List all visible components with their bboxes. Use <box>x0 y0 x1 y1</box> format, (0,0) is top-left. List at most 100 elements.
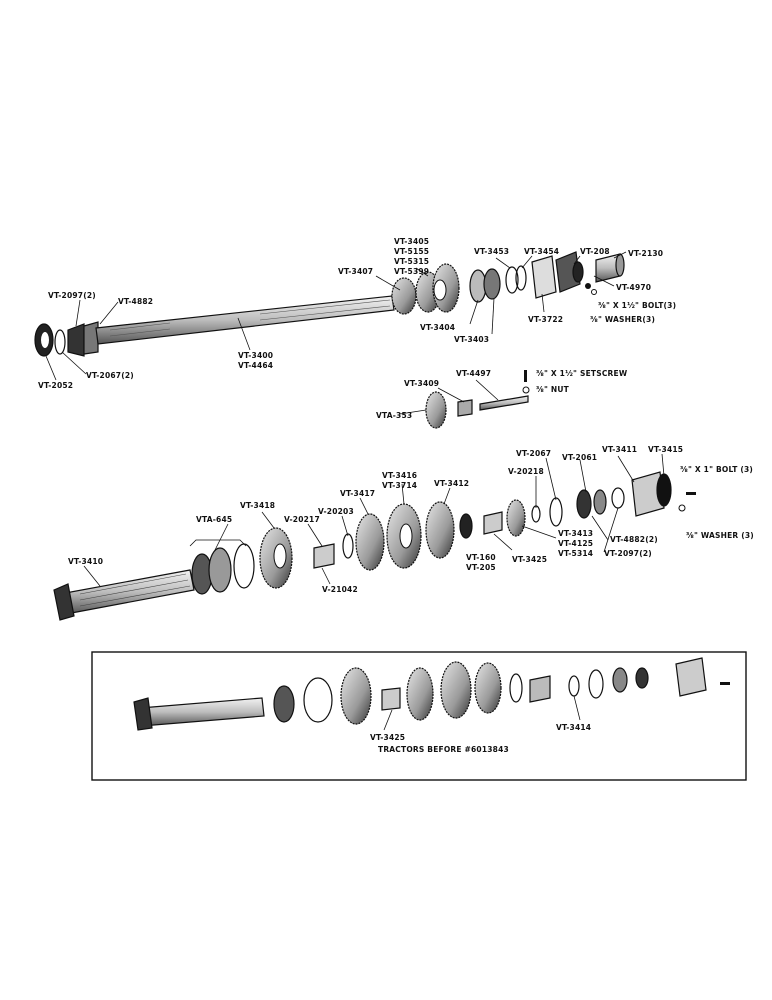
label-vt3415: VT-3415 <box>648 445 683 454</box>
label-vt2061: VT-2061 <box>562 453 597 462</box>
gear-vt3413 <box>506 499 526 537</box>
label-vt3412: VT-3412 <box>434 479 469 488</box>
label-washer-3b: ⅜" WASHER (3) <box>686 531 754 540</box>
cover-vt3411 <box>631 471 665 517</box>
label-vt5314: VT-5314 <box>558 549 593 558</box>
washer-b <box>678 504 686 512</box>
label-vt3405: VT-3405 <box>394 237 429 246</box>
label-vt208: VT-208 <box>580 247 610 256</box>
gear-vt3418-hub <box>273 543 287 569</box>
bearing-vt2061 <box>576 489 592 519</box>
bolt-head-a <box>585 283 591 289</box>
label-inset-vt3414: VT-3414 <box>556 723 591 732</box>
label-vt2067-2: VT-2067(2) <box>86 371 134 380</box>
label-vt3409: VT-3409 <box>404 379 439 388</box>
inset-panel <box>91 651 747 781</box>
label-vt3410: VT-3410 <box>68 557 103 566</box>
inset-pinion-shaft <box>139 697 265 727</box>
washer-vt2052-hole <box>41 332 49 348</box>
seal-ring <box>572 261 584 283</box>
label-v21042: V-21042 <box>322 585 358 594</box>
pinion-shaft-vt3410 <box>59 569 195 615</box>
bearing-vta645-cup <box>233 543 255 589</box>
label-vt3418: VT-3418 <box>240 501 275 510</box>
label-vt3722: VT-3722 <box>528 315 563 324</box>
spacer-v21042 <box>313 543 335 569</box>
label-inset-vt3425: VT-3425 <box>370 733 405 742</box>
gear-vt3405-hub <box>433 279 447 301</box>
pinion-splines <box>79 573 191 607</box>
cover-vt3415 <box>656 473 672 507</box>
gasket-vt3722 <box>531 255 557 299</box>
label-vta353: VTA-353 <box>376 411 412 420</box>
inset-cover <box>675 657 707 697</box>
label-vt3417: VT-3417 <box>340 489 375 498</box>
inset-hub <box>529 675 551 703</box>
upper-mainshaft-group <box>34 251 625 357</box>
inset-caption: TRACTORS BEFORE #6013843 <box>378 745 509 754</box>
label-vt5155: VT-5155 <box>394 247 429 256</box>
ring-vt2067 <box>54 329 66 355</box>
pinion-gear <box>53 583 75 621</box>
label-v20217: V-20217 <box>284 515 320 524</box>
inset-bearing-2 <box>612 667 628 693</box>
inset-pinion-gear <box>133 697 153 731</box>
label-vt3407: VT-3407 <box>338 267 373 276</box>
inset-bolt <box>720 682 730 685</box>
inset-bearing-3 <box>635 667 649 689</box>
label-nut: ⅜" NUT <box>536 385 570 394</box>
bearing-vt2097b <box>611 487 625 509</box>
idler-shaft-vt4497 <box>479 395 529 411</box>
inset-cup <box>303 677 333 723</box>
label-vt2067: VT-2067 <box>516 449 551 458</box>
label-vt5399: VT-5399 <box>394 267 429 276</box>
inset-gear-1 <box>340 667 372 725</box>
inset-ring-2 <box>588 669 604 699</box>
label-v20203: V-20203 <box>318 507 354 516</box>
label-vt3453: VT-3453 <box>474 247 509 256</box>
lower-countershaft-group <box>53 471 696 621</box>
inset-ring-1 <box>509 673 523 703</box>
label-vt3403: VT-3403 <box>454 335 489 344</box>
gear-vt3416-hub <box>399 523 413 549</box>
gear-vta353 <box>425 391 447 429</box>
label-bolt-3b: ⅜" X 1" BOLT (3) <box>680 465 753 474</box>
label-vt4970: VT-4970 <box>616 283 651 292</box>
label-vt3411: VT-3411 <box>602 445 637 454</box>
leader-lines <box>45 251 665 731</box>
gear-vt3412 <box>425 501 455 559</box>
washer-a <box>591 289 597 295</box>
label-vt2097-2: VT-2097(2) <box>48 291 96 300</box>
label-v20218: V-20218 <box>508 467 544 476</box>
inset-gear-4 <box>474 662 502 714</box>
label-vt3400: VT-3400 <box>238 351 273 360</box>
label-vt4497: VT-4497 <box>456 369 491 378</box>
label-setscrew: ⅜" X 1½" SETSCREW <box>536 369 628 378</box>
inset-ring-vt3414 <box>568 675 580 697</box>
label-vt3714: VT-3714 <box>382 481 417 490</box>
inset-gear-3 <box>440 661 472 719</box>
bearing-vt4882b <box>593 489 607 515</box>
bearing-vta645-b <box>208 547 232 593</box>
label-vt4882-2: VT-4882(2) <box>610 535 658 544</box>
label-vt2097-2b: VT-2097(2) <box>604 549 652 558</box>
label-vt3425: VT-3425 <box>512 555 547 564</box>
label-vt4464: VT-4464 <box>238 361 273 370</box>
snapring-vt2067 <box>549 497 563 527</box>
bearing-vt3403 <box>483 268 501 300</box>
retainer-vt208 <box>555 251 581 293</box>
bearing-vt2097 <box>67 323 85 357</box>
inset-bushing <box>381 687 401 711</box>
label-bolt-3a: ⅜" X 1½" BOLT(3) <box>598 301 676 310</box>
label-vt4125: VT-4125 <box>558 539 593 548</box>
inset-bearing <box>273 685 295 723</box>
label-vt2052: VT-2052 <box>38 381 73 390</box>
bushing-vt3409 <box>457 399 473 417</box>
bolt-b <box>686 492 696 495</box>
label-vt3413: VT-3413 <box>558 529 593 538</box>
ring-vt160 <box>459 513 473 539</box>
bearing-vt4882 <box>83 321 99 355</box>
snapring-vt3454 <box>515 265 527 291</box>
label-vt2130: VT-2130 <box>628 249 663 258</box>
